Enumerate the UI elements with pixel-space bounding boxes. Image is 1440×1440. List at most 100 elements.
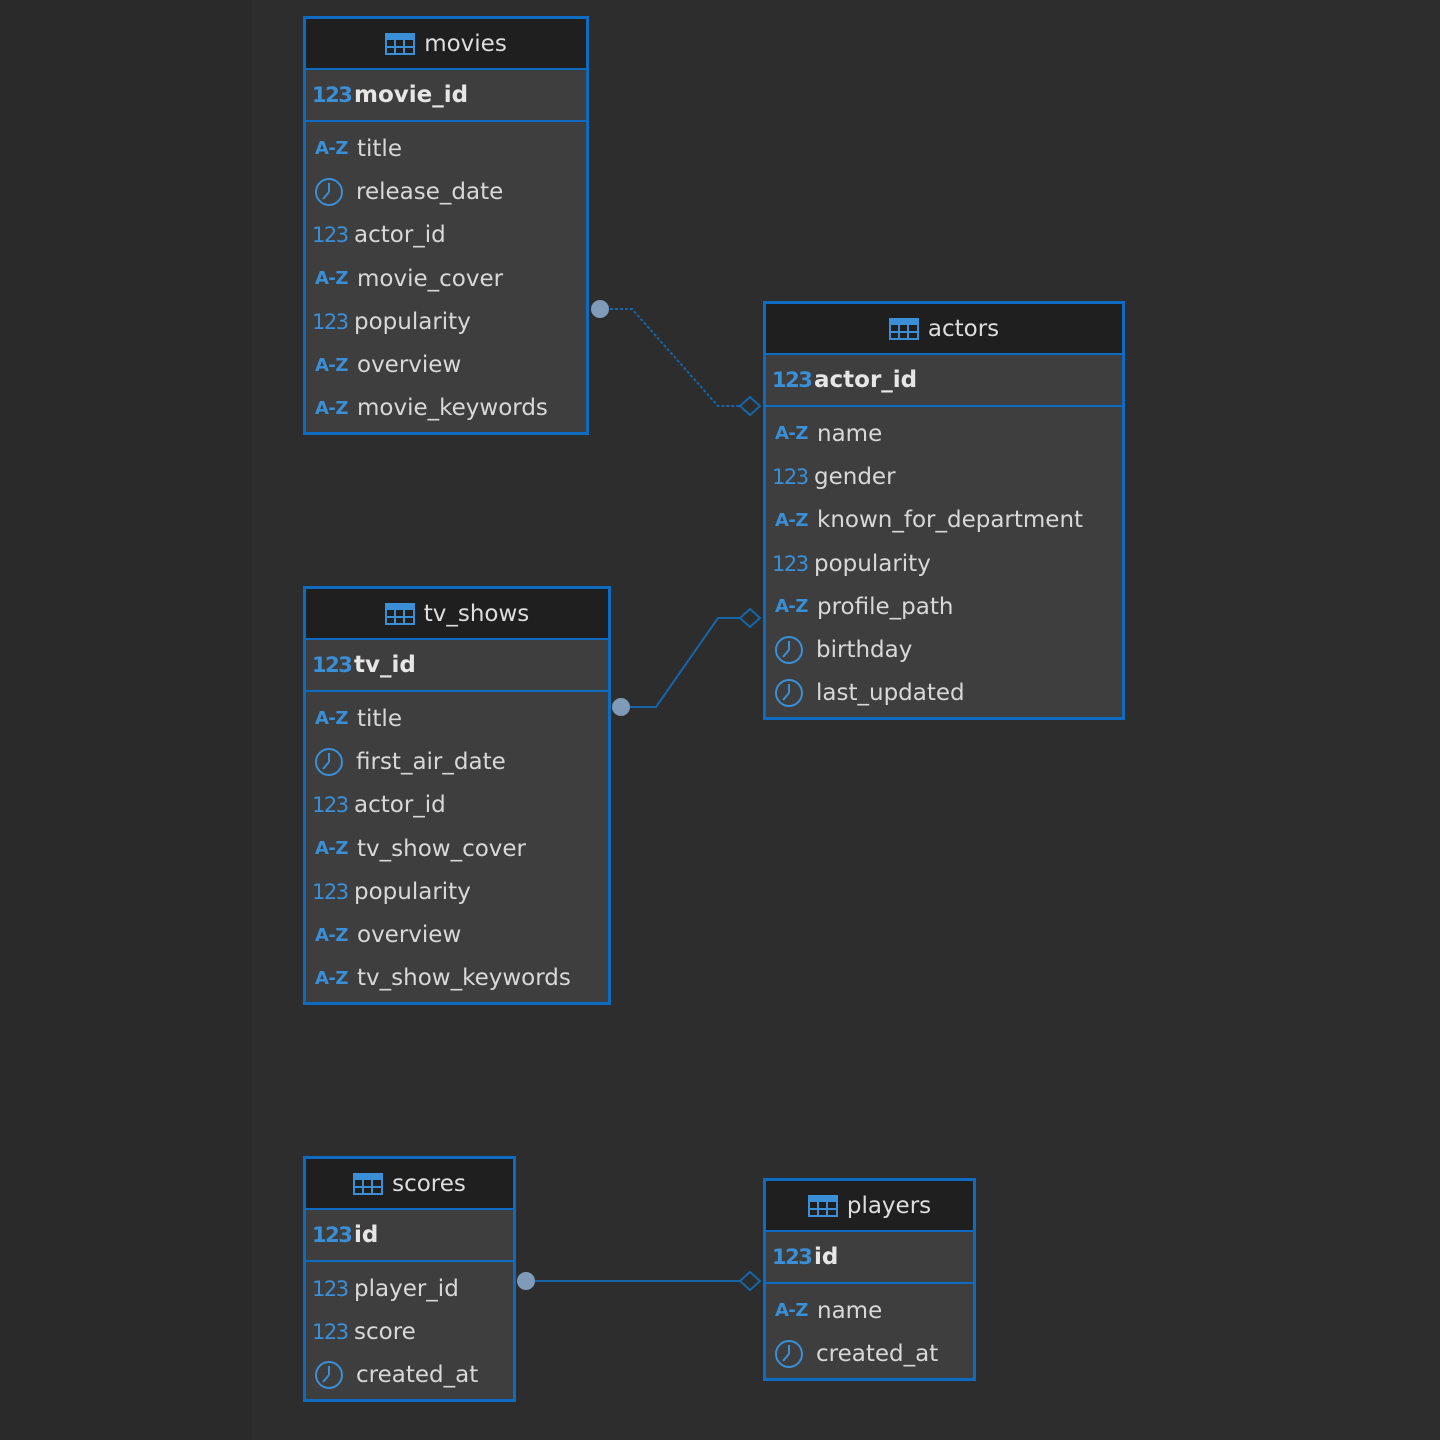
column-name: overview — [357, 922, 462, 949]
column-name: popularity — [354, 878, 471, 905]
table-icon — [353, 1172, 384, 1195]
relation-target-diamond — [738, 395, 762, 417]
relation-target-diamond — [738, 607, 762, 629]
clock-icon — [312, 1360, 350, 1390]
column-row[interactable]: A-Z overview — [306, 913, 608, 956]
column-name: player_id — [354, 1275, 459, 1302]
relation-tv-shows-actors — [612, 607, 762, 716]
entity-header[interactable]: scores — [306, 1159, 513, 1210]
column-row[interactable]: A-Z tv_show_cover — [306, 827, 608, 870]
relation-scores-players — [517, 1270, 762, 1292]
column-name: tv_show_cover — [357, 835, 527, 862]
column-row[interactable]: created_at — [306, 1354, 513, 1397]
relation-line — [621, 617, 740, 708]
column-name: popularity — [814, 550, 931, 577]
clock-icon — [312, 747, 350, 777]
column-name: tv_show_keywords — [357, 965, 571, 992]
text-type-icon: A-Z — [315, 268, 348, 290]
column-name: gender — [814, 463, 896, 490]
text-type-icon: A-Z — [315, 138, 348, 160]
entity-name: actors — [927, 315, 1000, 342]
column-row[interactable]: last_updated — [766, 672, 1122, 715]
entity-header[interactable]: tv_shows — [306, 589, 608, 640]
canvas-margin — [0, 0, 252, 1440]
entity-name: scores — [392, 1170, 466, 1197]
primary-key-name: actor_id — [814, 367, 918, 393]
column-name: actor_id — [354, 222, 446, 249]
column-name: title — [357, 135, 402, 162]
column-row[interactable]: first_air_date — [306, 740, 608, 783]
primary-key-name: id — [814, 1244, 839, 1270]
text-type-icon: A-Z — [775, 596, 808, 618]
integer-type-icon: 123 — [772, 1245, 813, 1269]
text-type-icon: A-Z — [315, 838, 348, 860]
integer-type-icon: 123 — [312, 879, 349, 904]
text-type-icon: A-Z — [315, 924, 348, 946]
column-row[interactable]: birthday — [766, 628, 1122, 671]
entity-header[interactable]: movies — [306, 19, 586, 70]
column-row[interactable]: A-Z movie_cover — [306, 257, 586, 300]
column-row[interactable]: created_at — [766, 1332, 973, 1375]
column-name: title — [357, 705, 402, 732]
primary-key-name: tv_id — [354, 652, 416, 678]
column-name: birthday — [816, 637, 913, 664]
column-name: created_at — [816, 1340, 939, 1367]
column-name: popularity — [354, 308, 471, 335]
integer-type-icon: 123 — [312, 793, 349, 818]
entity-header[interactable]: players — [766, 1181, 973, 1232]
primary-key-name: id — [354, 1222, 379, 1248]
column-name: actor_id — [354, 792, 446, 819]
entity-name: players — [846, 1192, 932, 1219]
column-name: overview — [357, 352, 462, 379]
column-row[interactable]: release_date — [306, 170, 586, 213]
column-name: created_at — [356, 1362, 479, 1389]
text-type-icon: A-Z — [315, 397, 348, 419]
column-name: name — [817, 420, 883, 447]
column-name: first_air_date — [356, 748, 506, 775]
integer-type-icon: 123 — [772, 464, 809, 489]
column-row[interactable]: A-Z movie_keywords — [306, 387, 586, 430]
integer-type-icon: 123 — [312, 83, 353, 107]
column-name: movie_keywords — [357, 395, 548, 422]
integer-type-icon: 123 — [312, 223, 349, 248]
entity-header[interactable]: actors — [766, 304, 1122, 355]
table-icon — [385, 32, 416, 55]
relation-target-diamond — [738, 1270, 762, 1292]
relation-source-dot — [612, 698, 630, 716]
column-row[interactable]: A-Z title — [306, 127, 586, 170]
table-icon — [807, 1194, 838, 1217]
integer-type-icon: 123 — [772, 368, 813, 392]
relation-source-dot — [517, 1272, 535, 1290]
entity-name: tv_shows — [423, 600, 530, 627]
table-icon — [888, 317, 919, 340]
column-name: movie_cover — [357, 265, 504, 292]
